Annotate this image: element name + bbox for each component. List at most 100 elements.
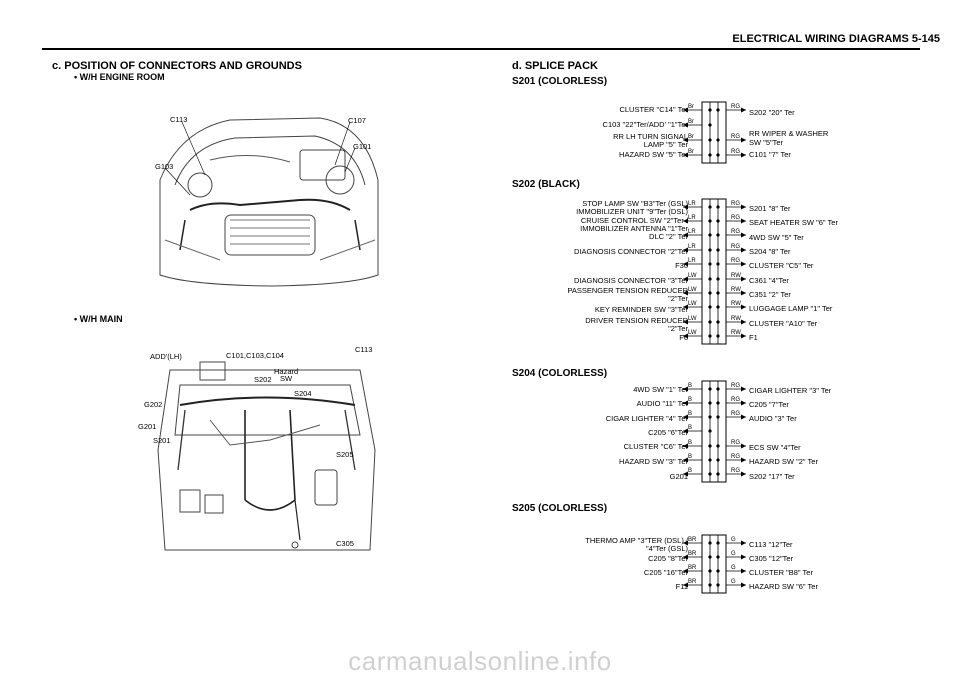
node-a-3-0 <box>708 541 712 545</box>
arrow-left-0-2 <box>683 137 688 143</box>
arrow-left-2-4 <box>683 443 688 449</box>
arrow-left-2-6 <box>683 471 688 477</box>
s201-left-2: RR LH TURN SIGNAL <box>613 132 688 141</box>
s205-right-1: C305 "12"Ter <box>749 554 794 563</box>
s202-right-0: S201 "8" Ter <box>749 204 791 213</box>
wire-code-right-0-2: RG <box>731 134 740 140</box>
header-rule <box>42 48 920 50</box>
arrow-left-1-2 <box>683 232 688 238</box>
arrow-left-1-1 <box>683 218 688 224</box>
wire-code-left-3-0: BR <box>688 537 697 543</box>
node-b-2-1 <box>716 401 720 405</box>
node-a-3-3 <box>708 583 712 587</box>
s202-left-5: DIAGNOSIS CONNECTOR "3"Ter <box>574 276 688 285</box>
s202-left-6: PASSENGER TENSION REDUCER <box>567 286 688 295</box>
s204-right-6: S202 "17" Ter <box>749 472 795 481</box>
s204-left-5: HAZARD SW "3" Ter <box>619 457 688 466</box>
arrow-right-0-3 <box>741 152 746 158</box>
s202-right-8: CLUSTER "A10" Ter <box>749 319 818 328</box>
wire-code-left-3-1: BR <box>688 551 697 557</box>
node-a-1-4 <box>708 262 712 266</box>
arrow-right-1-0 <box>741 204 746 210</box>
node-a-0-1 <box>708 123 712 127</box>
s204-left-2: CIGAR LIGHTER "4" Ter <box>605 414 688 423</box>
wire-code-left-1-4: LR <box>688 258 696 264</box>
node-b-0-3 <box>716 153 720 157</box>
s202-left-0: STOP LAMP SW "B3"Ter (GSL) <box>582 199 688 208</box>
wire-code-right-2-4: RG <box>731 440 740 446</box>
wire-code-left-1-9: LW <box>688 330 697 336</box>
s205-left-0: THERMO AMP "3"TER (DSL) / <box>585 536 688 545</box>
s204-right-4: ECS SW "4"Ter <box>749 443 801 452</box>
wire-code-right-3-1: G <box>731 551 736 557</box>
arrow-left-2-1 <box>683 400 688 406</box>
s205-right-2: CLUSTER "B8" Ter <box>749 568 813 577</box>
arrow-left-3-3 <box>683 582 688 588</box>
splice-block-0 <box>701 101 727 164</box>
wire-code-left-2-4: B <box>688 440 692 446</box>
section-title-splice-pack: d. SPLICE PACK <box>512 60 598 72</box>
arrow-right-2-5 <box>741 457 746 463</box>
node-b-0-0 <box>716 108 720 112</box>
arrow-left-3-2 <box>683 568 688 574</box>
arrow-left-2-2 <box>683 414 688 420</box>
node-a-2-0 <box>708 387 712 391</box>
wire-code-right-0-0: RG <box>731 104 740 110</box>
wire-code-right-3-0: G <box>731 537 736 543</box>
node-a-0-0 <box>708 108 712 112</box>
wire-code-left-1-3: LR <box>688 244 696 250</box>
node-b-1-8 <box>716 320 720 324</box>
label-sw: SW <box>280 374 293 383</box>
s202-left-6b: "2"Ter <box>668 294 688 303</box>
node-b-3-2 <box>716 569 720 573</box>
arrow-right-1-6 <box>741 290 746 296</box>
arrow-left-1-6 <box>683 290 688 296</box>
splice-block-1 <box>701 198 727 345</box>
wire-code-left-2-3: B <box>688 425 692 431</box>
wire-code-left-1-0: LR <box>688 201 696 207</box>
arrow-right-2-1 <box>741 400 746 406</box>
s201-right-0: S202 "20" Ter <box>749 108 795 117</box>
s204-right-2: AUDIO "3" Ter <box>749 414 797 423</box>
pack-title-s202: S202 (BLACK) <box>512 179 580 190</box>
s202-left-1b: IMMOBILIZER ANTENNA "1"Ter <box>580 224 688 233</box>
s202-left-8: DRIVER TENSION REDUCER <box>585 316 688 325</box>
s204-right-5: HAZARD SW "2" Ter <box>749 457 818 466</box>
wire-code-right-2-5: RG <box>731 454 740 460</box>
label-s205: S205 <box>336 450 354 459</box>
label-s201: S201 <box>153 436 171 445</box>
arrow-left-1-7 <box>683 304 688 310</box>
arrow-right-1-8 <box>741 319 746 325</box>
node-a-0-2 <box>708 138 712 142</box>
s202-right-3: S204 "8" Ter <box>749 247 791 256</box>
wire-code-left-0-0: Br <box>688 104 694 110</box>
node-a-1-6 <box>708 291 712 295</box>
node-b-0-2 <box>716 138 720 142</box>
node-a-2-5 <box>708 458 712 462</box>
arrow-left-3-1 <box>683 554 688 560</box>
node-a-1-5 <box>708 277 712 281</box>
arrow-right-3-0 <box>741 540 746 546</box>
wire-code-right-1-8: RW <box>731 316 741 322</box>
node-a-2-2 <box>708 415 712 419</box>
node-b-3-1 <box>716 555 720 559</box>
label-c113-engine: C113 <box>170 115 188 124</box>
wire-code-right-1-1: RG <box>731 215 740 221</box>
arrow-left-3-0 <box>683 540 688 546</box>
wire-code-right-3-3: G <box>731 579 736 585</box>
s202-right-1: SEAT HEATER SW "6" Ter <box>749 218 838 227</box>
node-b-3-3 <box>716 583 720 587</box>
node-b-2-4 <box>716 444 720 448</box>
pack-title-s204: S204 (COLORLESS) <box>512 368 608 379</box>
s204-right-1: C205 "7"Ter <box>749 400 789 409</box>
arrow-right-1-2 <box>741 232 746 238</box>
s201-left-2b: LAMP "5" Ter <box>643 140 688 149</box>
s201-left-1: C103 "22"Ter/ADD' "1"Ter <box>602 120 688 129</box>
arrow-right-3-2 <box>741 568 746 574</box>
node-b-1-5 <box>716 277 720 281</box>
arrow-left-0-1 <box>683 122 688 128</box>
s202-right-4: CLUSTER "C5" Ter <box>749 261 814 270</box>
node-b-1-3 <box>716 248 720 252</box>
node-a-2-4 <box>708 444 712 448</box>
